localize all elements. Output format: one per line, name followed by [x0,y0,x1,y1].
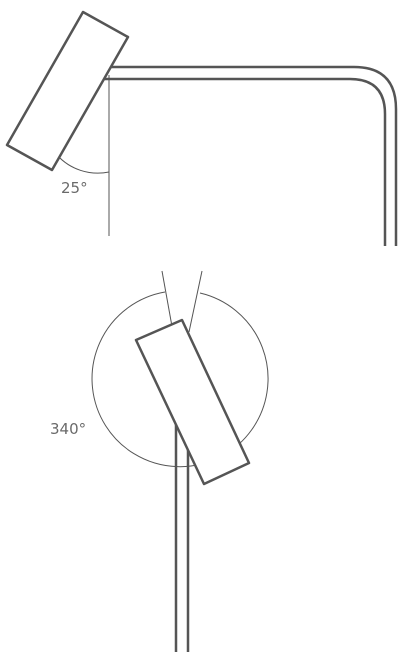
top-angle-arc [56,154,110,174]
top-lamp-head [5,10,130,172]
bottom-rotation-arc [91,291,269,468]
bottom-cone-line-right [188,270,203,333]
top-arm-inner-line [104,77,387,246]
bottom-lamp-figure: 340° [50,270,269,652]
bottom-lamp-head [134,318,251,486]
bottom-cone-line-left [161,270,174,333]
top-lamp-figure: 25° [5,10,398,246]
bottom-angle-label: 340° [50,420,86,438]
top-arm-outer-line [104,65,398,246]
top-angle-label: 25° [61,179,88,197]
